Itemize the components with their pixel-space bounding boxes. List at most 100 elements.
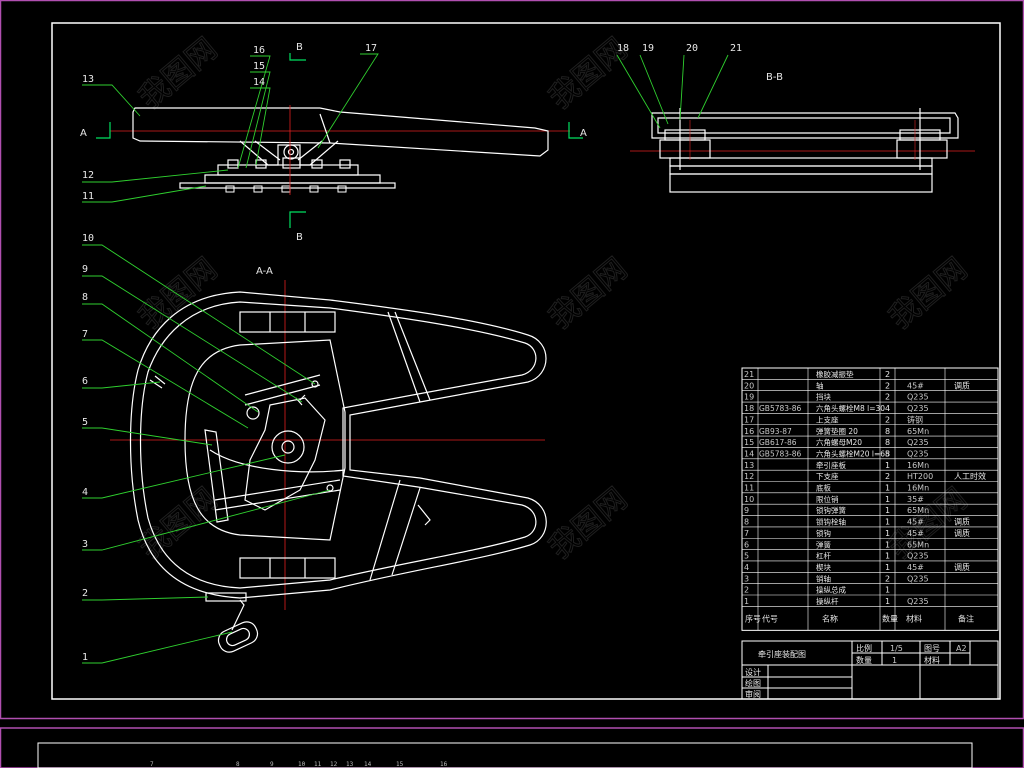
parts-cell-qty: 1 — [885, 461, 890, 470]
parts-cell-name: 锁钩栓轴 — [816, 517, 846, 527]
parts-cell-qty: 1 — [885, 529, 890, 538]
parts-cell-mat: Q235 — [907, 438, 929, 447]
parts-cell-name: 限位销 — [816, 494, 839, 504]
callout-16: 16 — [253, 45, 265, 56]
parts-cell-no: 12 — [744, 472, 754, 481]
parts-cell-name: 六角螺母M20 — [816, 437, 862, 447]
parts-cell-qty: 1 — [885, 518, 890, 527]
parts-cell-name: 弹簧垫圈 20 — [816, 426, 858, 436]
parts-cell-qty: 2 — [885, 393, 890, 402]
parts-cell-mat: 45# — [907, 518, 924, 527]
parts-cell-note: 调质 — [954, 517, 970, 527]
parts-cell-code: GB5783-86 — [759, 404, 802, 413]
parts-cell-qty: 2 — [885, 574, 890, 583]
parts-cell-name: 轴 — [816, 380, 824, 390]
bottom-strip-number: 9 — [270, 761, 274, 768]
parts-cell-name: 下支座 — [816, 471, 839, 481]
parts-cell-code: GB617-86 — [759, 438, 797, 447]
drawing-no-value: A2 — [956, 644, 967, 653]
parts-cell-qty: 2 — [885, 472, 890, 481]
scale-label: 比例 — [856, 643, 872, 653]
parts-header-cell: 备注 — [958, 613, 974, 623]
drafter-label: 绘图 — [745, 678, 761, 688]
parts-cell-mat: 45# — [907, 529, 924, 538]
parts-cell-name: 弹簧 — [816, 539, 831, 549]
callout-7: 7 — [82, 329, 88, 340]
callout-5: 5 — [82, 417, 88, 428]
parts-cell-name: 楔块 — [816, 562, 831, 572]
parts-cell-no: 5 — [744, 552, 749, 561]
designer-label: 设计 — [745, 667, 761, 677]
leaders-section-b — [616, 54, 729, 129]
parts-cell-qty: 8 — [885, 449, 890, 458]
parts-cell-name: 锁钩 — [816, 528, 831, 538]
parts-cell-mat: Q235 — [907, 574, 929, 583]
parts-cell-qty: 1 — [885, 495, 890, 504]
section-mark-b-bottom: B — [296, 232, 303, 243]
parts-cell-qty: 8 — [885, 427, 890, 436]
parts-header-cell: 名称 — [822, 613, 838, 623]
drawing-no-label: 图号 — [924, 644, 940, 653]
bottom-strip-number: 15 — [396, 761, 404, 768]
bottom-strip-number: 12 — [330, 761, 338, 768]
second-sheet-inner-frame — [37, 742, 973, 768]
bottom-strip-number: 16 — [440, 761, 448, 768]
parts-cell-no: 18 — [744, 404, 754, 413]
parts-cell-code: GB93-87 — [759, 427, 792, 436]
parts-cell-name: 六角头螺栓M8 l=30 — [816, 403, 885, 413]
parts-cell-mat: HT200 — [907, 472, 933, 481]
parts-cell-qty: 1 — [885, 597, 890, 606]
parts-cell-mat: 65Mn — [907, 540, 929, 549]
parts-cell-no: 19 — [744, 393, 754, 402]
parts-cell-qty: 1 — [885, 540, 890, 549]
callout-3: 3 — [82, 539, 88, 550]
parts-cell-no: 9 — [744, 506, 749, 515]
leaders-top-view — [82, 53, 379, 203]
parts-cell-mat: 65Mn — [907, 506, 929, 515]
parts-cell-qty: 1 — [885, 484, 890, 493]
parts-cell-no: 8 — [744, 518, 749, 527]
parts-cell-name: 销轴 — [816, 573, 831, 583]
parts-cell-note: 调质 — [954, 528, 970, 538]
parts-cell-name: 操纵杆 — [816, 596, 839, 606]
parts-cell-name: 杠杆 — [816, 551, 831, 561]
callout-19: 19 — [642, 43, 654, 54]
bottom-strip-number: 7 — [150, 761, 154, 768]
parts-cell-no: 2 — [744, 586, 749, 595]
parts-cell-no: 16 — [744, 427, 754, 436]
callout-20: 20 — [686, 43, 698, 54]
callout-12: 12 — [82, 170, 94, 181]
bottom-strip-number: 10 — [298, 761, 306, 768]
watermark-text: 我图网 — [133, 251, 224, 336]
parts-cell-qty: 8 — [885, 438, 890, 447]
parts-cell-note: 人工时效 — [954, 471, 986, 481]
callout-4: 4 — [82, 487, 88, 498]
parts-cell-no: 17 — [744, 415, 754, 424]
qty-label: 数量 — [856, 655, 872, 665]
parts-cell-mat: 铸钢 — [907, 414, 923, 424]
parts-header-cell: 数量 — [882, 613, 898, 623]
parts-cell-mat: Q235 — [907, 552, 929, 561]
parts-cell-mat: Q235 — [907, 393, 929, 402]
section-mark-b-top: B — [296, 42, 303, 53]
sheet-inner-frame — [51, 22, 1001, 700]
parts-cell-mat: 45# — [907, 381, 924, 390]
callout-14: 14 — [253, 77, 265, 88]
parts-cell-mat: 16Mn — [907, 461, 929, 470]
bottom-strip-number: 13 — [346, 761, 354, 768]
parts-cell-name: 牵引座板 — [816, 460, 846, 470]
watermark-text: 我图网 — [543, 251, 634, 336]
parts-cell-qty: 2 — [885, 370, 890, 379]
parts-cell-mat: 65Mn — [907, 427, 929, 436]
parts-cell-note: 调质 — [954, 562, 970, 572]
scale-value: 1/5 — [890, 644, 903, 653]
parts-cell-qty: 1 — [885, 586, 890, 595]
parts-cell-name: 橡胶减振垫 — [816, 369, 854, 379]
title-block — [741, 640, 999, 700]
bottom-strip-number: 11 — [314, 761, 322, 768]
callout-8: 8 — [82, 292, 88, 303]
section-a-view — [110, 280, 547, 653]
section-mark-a-left: A — [80, 128, 87, 139]
